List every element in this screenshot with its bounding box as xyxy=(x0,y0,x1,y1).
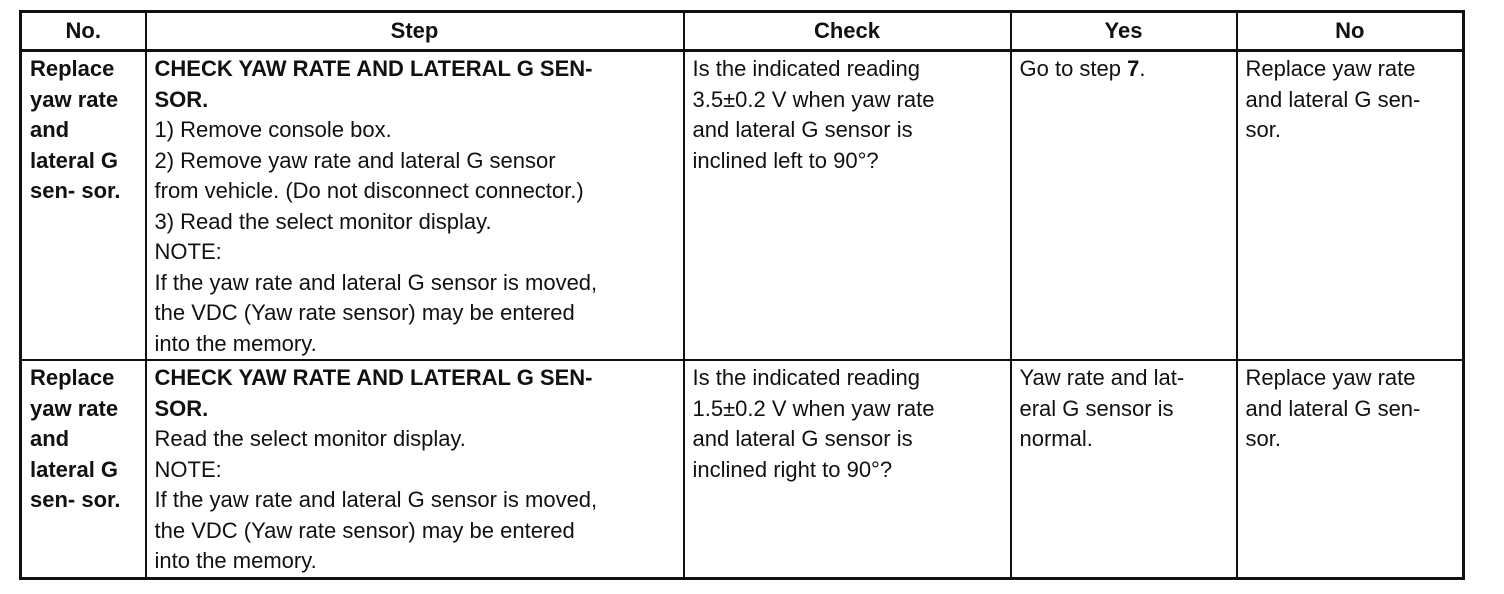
step-line: from vehicle. (Do not disconnect connect… xyxy=(154,178,584,203)
step-cell: CHECK YAW RATE AND LATERAL G SEN- SOR. 1… xyxy=(144,49,685,361)
yes-suffix: . xyxy=(1139,56,1146,81)
step-line: 2) Remove yaw rate and lateral G sensor xyxy=(154,147,556,173)
step-line: Read the select monitor display. xyxy=(154,426,466,451)
note-line: into the memory. xyxy=(154,330,317,356)
note-line: into the memory. xyxy=(154,548,317,573)
step-title: CHECK YAW RATE AND LATERAL G SEN- SOR. xyxy=(154,56,593,112)
check-cell: Is the indicated reading 3.5±0.2 V when … xyxy=(682,49,1012,361)
no-cell: Replace yaw rate and lateral G sen- sor. xyxy=(1235,49,1465,361)
header-check: Check xyxy=(682,10,1012,52)
table-row: Replace yaw rate and lateral G sen- sor.… xyxy=(19,359,1465,579)
no-cell: Replace yaw rate and lateral G sen- sor. xyxy=(1235,359,1465,579)
step-number: Replace yaw rate and lateral G sen- sor. xyxy=(19,49,147,361)
header-yes: Yes xyxy=(1009,10,1238,52)
step-number: Replace yaw rate and lateral G sen- sor. xyxy=(19,359,147,579)
yes-text: Go to step xyxy=(1019,56,1128,81)
check-cell: Is the indicated reading 1.5±0.2 V when … xyxy=(682,359,1012,579)
note-label: NOTE: xyxy=(154,239,222,264)
note-line: If the yaw rate and lateral G sensor is … xyxy=(154,487,598,512)
header-no-result: No xyxy=(1235,10,1465,52)
note-line: the VDC (Yaw rate sensor) may be entered xyxy=(154,300,575,325)
yes-cell: Yaw rate and lat- eral G sensor is norma… xyxy=(1009,359,1238,579)
step-title: CHECK YAW RATE AND LATERAL G SEN- SOR. xyxy=(154,365,593,421)
table-row: Replace yaw rate and lateral G sen- sor.… xyxy=(19,49,1465,361)
header-row: No. Step Check Yes No xyxy=(19,10,1465,52)
note-label: NOTE: xyxy=(154,456,222,482)
step-line: 3) Read the select monitor display. xyxy=(154,208,492,234)
header-step: Step xyxy=(144,10,685,52)
header-no: No. xyxy=(19,10,147,52)
diagnostic-table: No. Step Check Yes No Replace yaw rate a… xyxy=(19,10,1465,580)
step-line: 1) Remove console box. xyxy=(154,117,392,142)
step-cell: CHECK YAW RATE AND LATERAL G SEN- SOR. R… xyxy=(144,359,685,579)
step-reference-link[interactable]: 7 xyxy=(1127,56,1140,81)
note-line: the VDC (Yaw rate sensor) may be entered xyxy=(154,517,575,543)
yes-cell: Go to step 7. xyxy=(1009,49,1238,361)
note-line: If the yaw rate and lateral G sensor is … xyxy=(154,269,598,295)
